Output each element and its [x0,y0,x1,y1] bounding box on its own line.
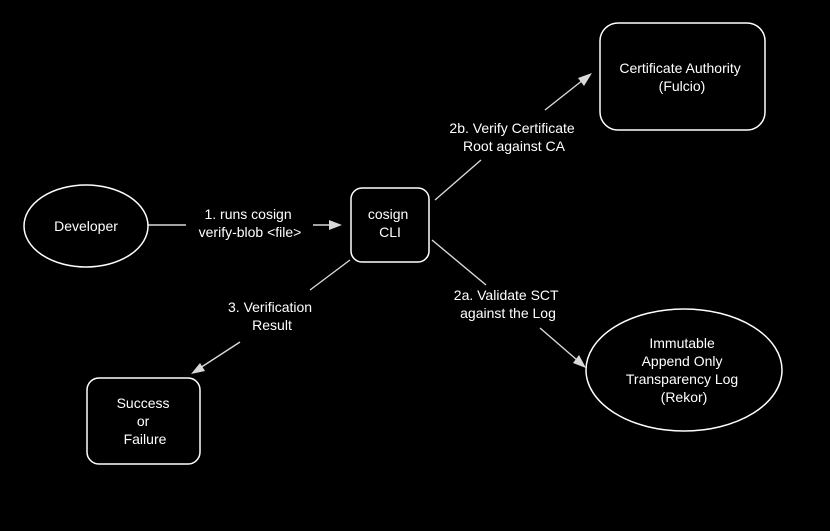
node-certificate-authority: Certificate Authority (Fulcio) [599,22,766,131]
arrow-head-icon [578,73,592,86]
arrow-head-icon [573,355,586,368]
edge-label-runs-verify: 1. runs cosign verify-blob <file> [199,206,302,240]
arrow-head-icon [191,363,205,374]
node-result-label: Success or Failure [117,395,174,447]
edge-cosign-to-ca [434,73,592,201]
edge-label-verify-root: 2b. Verify Certificate Root against CA [449,120,578,154]
node-developer: Developer [23,184,149,268]
node-cosign-cli: cosign CLI [350,187,430,263]
edge-developer-to-cosign [148,220,342,230]
node-certificate-authority-label: Certificate Authority (Fulcio) [619,60,744,94]
edge-label-validate-sct: 2a. Validate SCT against the Log [454,287,562,321]
node-developer-label: Developer [54,218,118,234]
arrow-head-icon [329,220,342,230]
node-transparency-log: Immutable Append Only Transparency Log (… [585,308,783,432]
edge-cosign-to-log [431,239,586,368]
edge-label-verification-result: 3. Verification Result [228,299,316,333]
node-transparency-log-label: Immutable Append Only Transparency Log (… [626,335,742,405]
edge-cosign-to-result [191,259,351,374]
node-result: Success or Failure [86,377,201,465]
node-cosign-cli-label: cosign CLI [368,206,412,240]
